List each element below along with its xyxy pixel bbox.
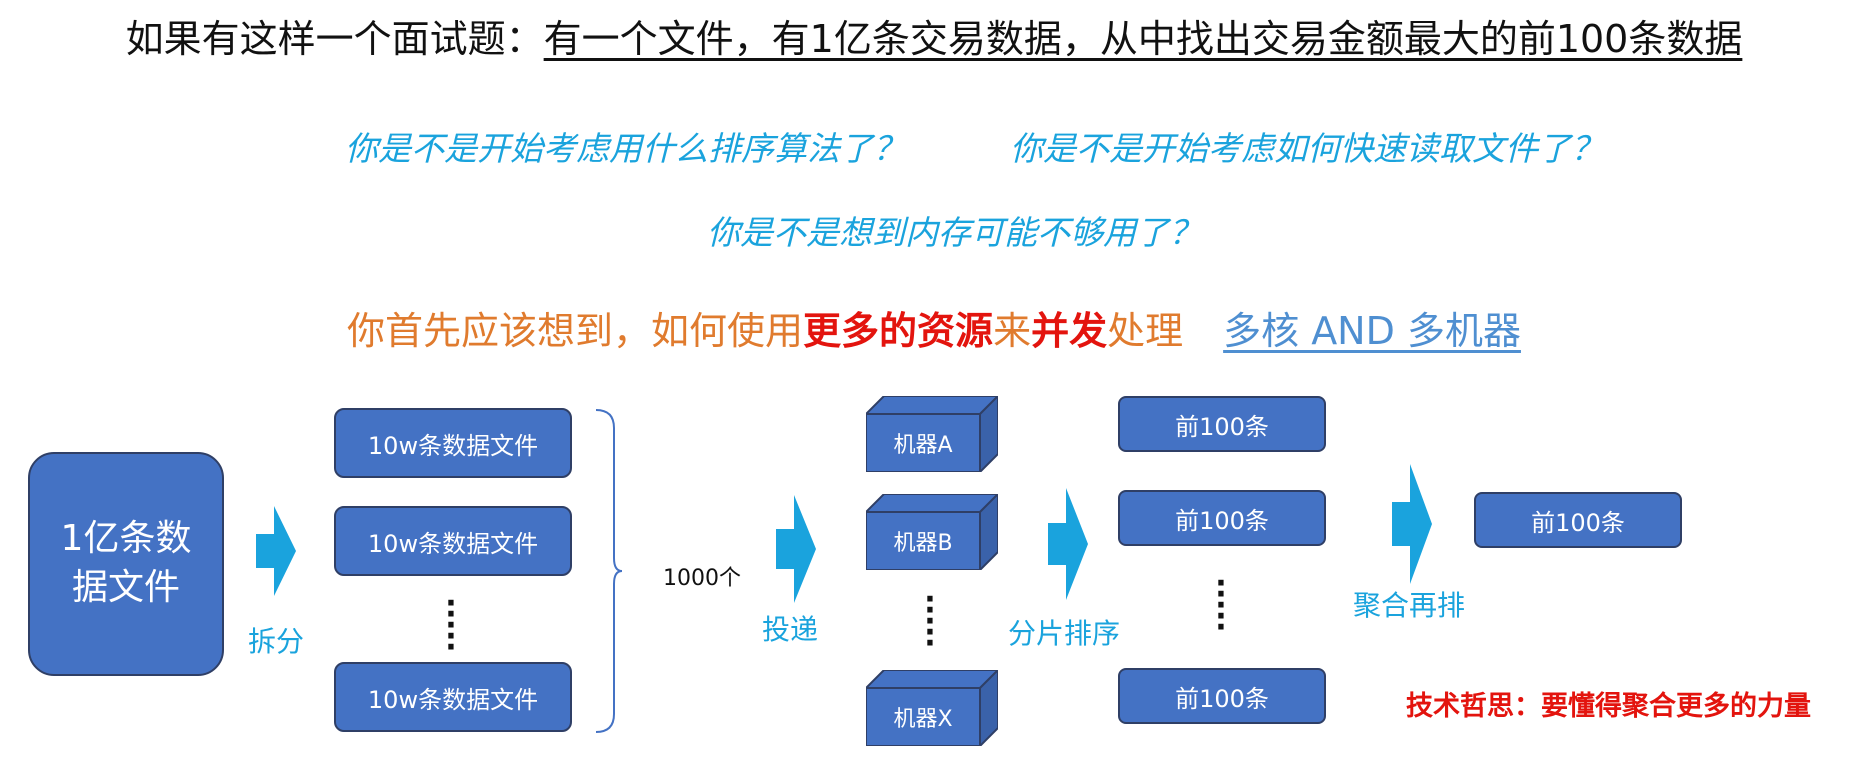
lead-part1: 你首先应该想到，如何使用	[347, 309, 804, 353]
lead-sentence: 你首先应该想到，如何使用更多的资源来并发处理多核 AND 多机器	[0, 300, 1868, 355]
split-label: 拆分	[248, 625, 305, 658]
title-prefix: 如果有这样一个面试题：	[125, 17, 544, 61]
question-memory: 你是不是想到内存可能不够用了？	[707, 213, 1202, 252]
source-line-1: 1亿条数	[60, 518, 192, 560]
final-top100-box: 前100条	[1474, 492, 1682, 548]
page-title: 如果有这样一个面试题：有一个文件，有1亿条交易数据，从中找出交易金额最大的前10…	[0, 8, 1868, 63]
file-box-1: 10w条数据文件	[334, 408, 572, 478]
top100-ellipsis: ·····	[1215, 566, 1227, 645]
lead-more-resources: 更多的资源	[803, 309, 994, 353]
top100-box-1: 前100条	[1118, 396, 1326, 452]
file-box-3: 10w条数据文件	[334, 662, 572, 732]
top100-box-2: 前100条	[1118, 490, 1326, 546]
machine-a-label: 机器A	[893, 433, 952, 458]
interview-question: 有一个文件，有1亿条交易数据，从中找出交易金额最大的前100条数据	[543, 17, 1743, 61]
machine-b-cube: 机器B	[866, 494, 998, 570]
top100-box-3: 前100条	[1118, 668, 1326, 724]
lead-part5: 处理	[1107, 309, 1184, 353]
deliver-arrow-icon	[776, 495, 816, 603]
brace-icon	[595, 409, 623, 733]
source-file-box: 1亿条数 据文件	[28, 452, 224, 676]
lead-concurrent: 并发	[1031, 309, 1108, 353]
machine-b-label: 机器B	[893, 531, 952, 556]
shard-sort-arrow-icon	[1048, 488, 1088, 600]
tech-philosophy: 技术哲思：要懂得聚合更多的力量	[1406, 691, 1811, 722]
multicore-multimachine-link[interactable]: 多核 AND 多机器	[1223, 309, 1521, 353]
shard-sort-label: 分片排序	[1008, 617, 1121, 650]
count-label: 1000个	[663, 566, 741, 591]
machine-a-cube: 机器A	[866, 396, 998, 472]
question-sort-algorithm: 你是不是开始考虑用什么排序算法了？	[345, 129, 906, 168]
aggregate-label: 聚合再排	[1353, 589, 1466, 622]
deliver-label: 投递	[762, 613, 819, 646]
lead-part3: 来	[993, 309, 1032, 353]
split-arrow-icon	[256, 506, 296, 596]
file-box-2: 10w条数据文件	[334, 506, 572, 576]
machine-x-label: 机器X	[893, 707, 952, 732]
file-boxes-ellipsis: ·····	[445, 586, 457, 665]
question-read-file: 你是不是开始考虑如何快速读取文件了？	[1010, 129, 1604, 168]
aggregate-arrow-icon	[1392, 464, 1432, 584]
source-line-2: 据文件	[71, 567, 180, 608]
machines-ellipsis: ·····	[924, 582, 936, 661]
machine-x-cube: 机器X	[866, 670, 998, 746]
